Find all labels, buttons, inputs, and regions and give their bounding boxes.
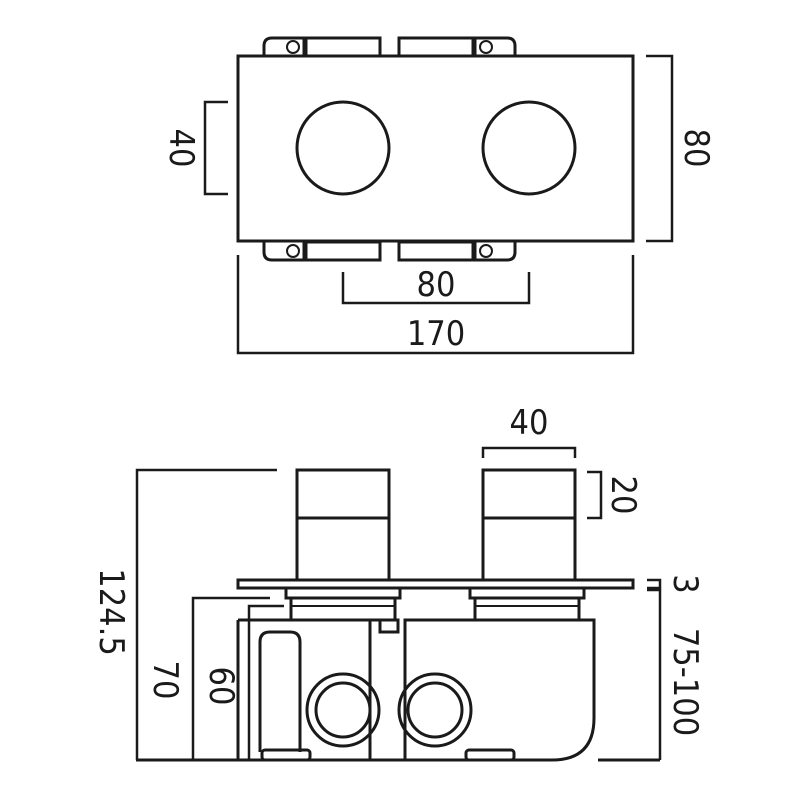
handle-right xyxy=(481,468,577,582)
dim-label-total-depth: 124.5 xyxy=(91,568,131,656)
valve-collar-left xyxy=(284,586,402,622)
mounting-bracket xyxy=(258,630,302,752)
dim-label-valve-spacing: 80 xyxy=(417,265,456,305)
dim-label-body-depth-a: 60 xyxy=(201,667,241,706)
cover-plate xyxy=(236,578,635,590)
inlet-port-right xyxy=(397,672,473,748)
side-view: 40 20 3 75-100 124.5 70 60 xyxy=(91,403,705,762)
mounting-clips-bottom xyxy=(262,240,517,262)
dim-line-total-depth xyxy=(135,468,277,760)
dim-line-plate-height xyxy=(646,54,674,243)
dim-line-handle-height xyxy=(587,470,603,520)
handle-left xyxy=(295,468,391,582)
valve-collar-right xyxy=(468,586,586,622)
dim-line-body-depth-a xyxy=(247,604,284,760)
dim-label-handle-width: 40 xyxy=(510,403,549,443)
valve-body-right xyxy=(403,618,596,762)
valve-bridge xyxy=(378,618,400,634)
control-knob-left xyxy=(295,100,391,196)
dim-label-knob-diameter: 40 xyxy=(161,129,201,168)
dim-line-handle-width xyxy=(481,446,577,458)
control-knob-right xyxy=(481,100,577,196)
dim-line-wall-depth xyxy=(647,588,662,760)
dim-line-body-depth-b xyxy=(191,596,270,760)
dim-line-plate-width xyxy=(236,255,635,355)
valve-body-left xyxy=(238,618,372,760)
mounting-clips-top xyxy=(262,36,517,58)
dim-label-plate-thickness: 3 xyxy=(665,574,705,593)
dim-label-plate-height: 80 xyxy=(676,129,716,168)
dim-line-knob-diameter xyxy=(203,100,228,196)
face-plate xyxy=(236,54,635,243)
dim-label-plate-width: 170 xyxy=(407,314,465,354)
dim-line-plate-thickness xyxy=(647,578,662,590)
dim-label-handle-height: 20 xyxy=(603,476,643,515)
dim-label-wall-depth: 75-100 xyxy=(665,628,705,736)
inlet-port-left xyxy=(305,672,381,748)
dim-label-body-depth-b: 70 xyxy=(145,661,185,700)
dim-line-valve-spacing xyxy=(341,272,531,305)
top-view: 40 80 80 170 xyxy=(161,36,716,355)
